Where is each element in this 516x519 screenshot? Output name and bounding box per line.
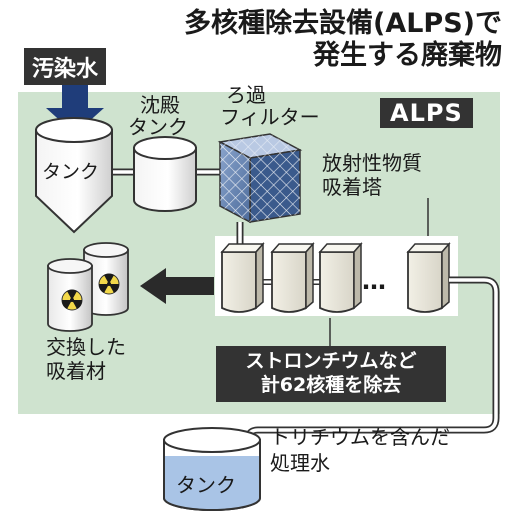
filter-label-1: ろ過 (226, 83, 266, 107)
filter-label-2: フィルター (220, 105, 320, 129)
settling-tank (133, 136, 197, 212)
removal-badge-line-2: 計62核種を除去 (260, 373, 402, 396)
tower-2 (270, 242, 315, 313)
adsorption-towers (220, 242, 451, 313)
tower-3 (318, 242, 363, 313)
treated-water-label-1: トリチウムを含んだ (270, 425, 450, 449)
tank-top-label: タンク (42, 161, 100, 183)
used-adsorbent-drums (47, 242, 129, 332)
tank-top (35, 117, 113, 234)
tower-4 (406, 242, 451, 313)
treated-water-tank (163, 427, 261, 511)
settling-tank-label-1: 沈殿 (140, 93, 180, 117)
treated-water-label-2: 処理水 (270, 451, 330, 475)
used-adsorbent-label-1: 交換した (46, 335, 126, 359)
title-line-1: 多核種除去設備(ALPS)で (183, 8, 502, 39)
adsorption-tower-label-1: 放射性物質 (322, 151, 422, 175)
settling-tank-label-2: タンク (128, 115, 188, 139)
waste-arrow (140, 268, 214, 304)
filter-cube (217, 133, 303, 224)
tank-bottom-label: タンク (176, 473, 236, 497)
removal-badge: ストロンチウムなど 計62核種を除去 (216, 346, 446, 402)
contaminated-water-label: 汚染水 (24, 48, 107, 85)
tower-1 (220, 242, 265, 313)
removal-badge-line-1: ストロンチウムなど (245, 350, 417, 372)
drum-front (47, 258, 93, 332)
towers-ellipsis: … (362, 267, 386, 295)
adsorption-tower-label-2: 吸着塔 (322, 175, 382, 199)
title-line-2: 発生する廃棄物 (313, 40, 502, 71)
drum-back (83, 242, 129, 316)
used-adsorbent-label-2: 吸着材 (46, 359, 106, 383)
alps-badge: ALPS (380, 98, 473, 128)
